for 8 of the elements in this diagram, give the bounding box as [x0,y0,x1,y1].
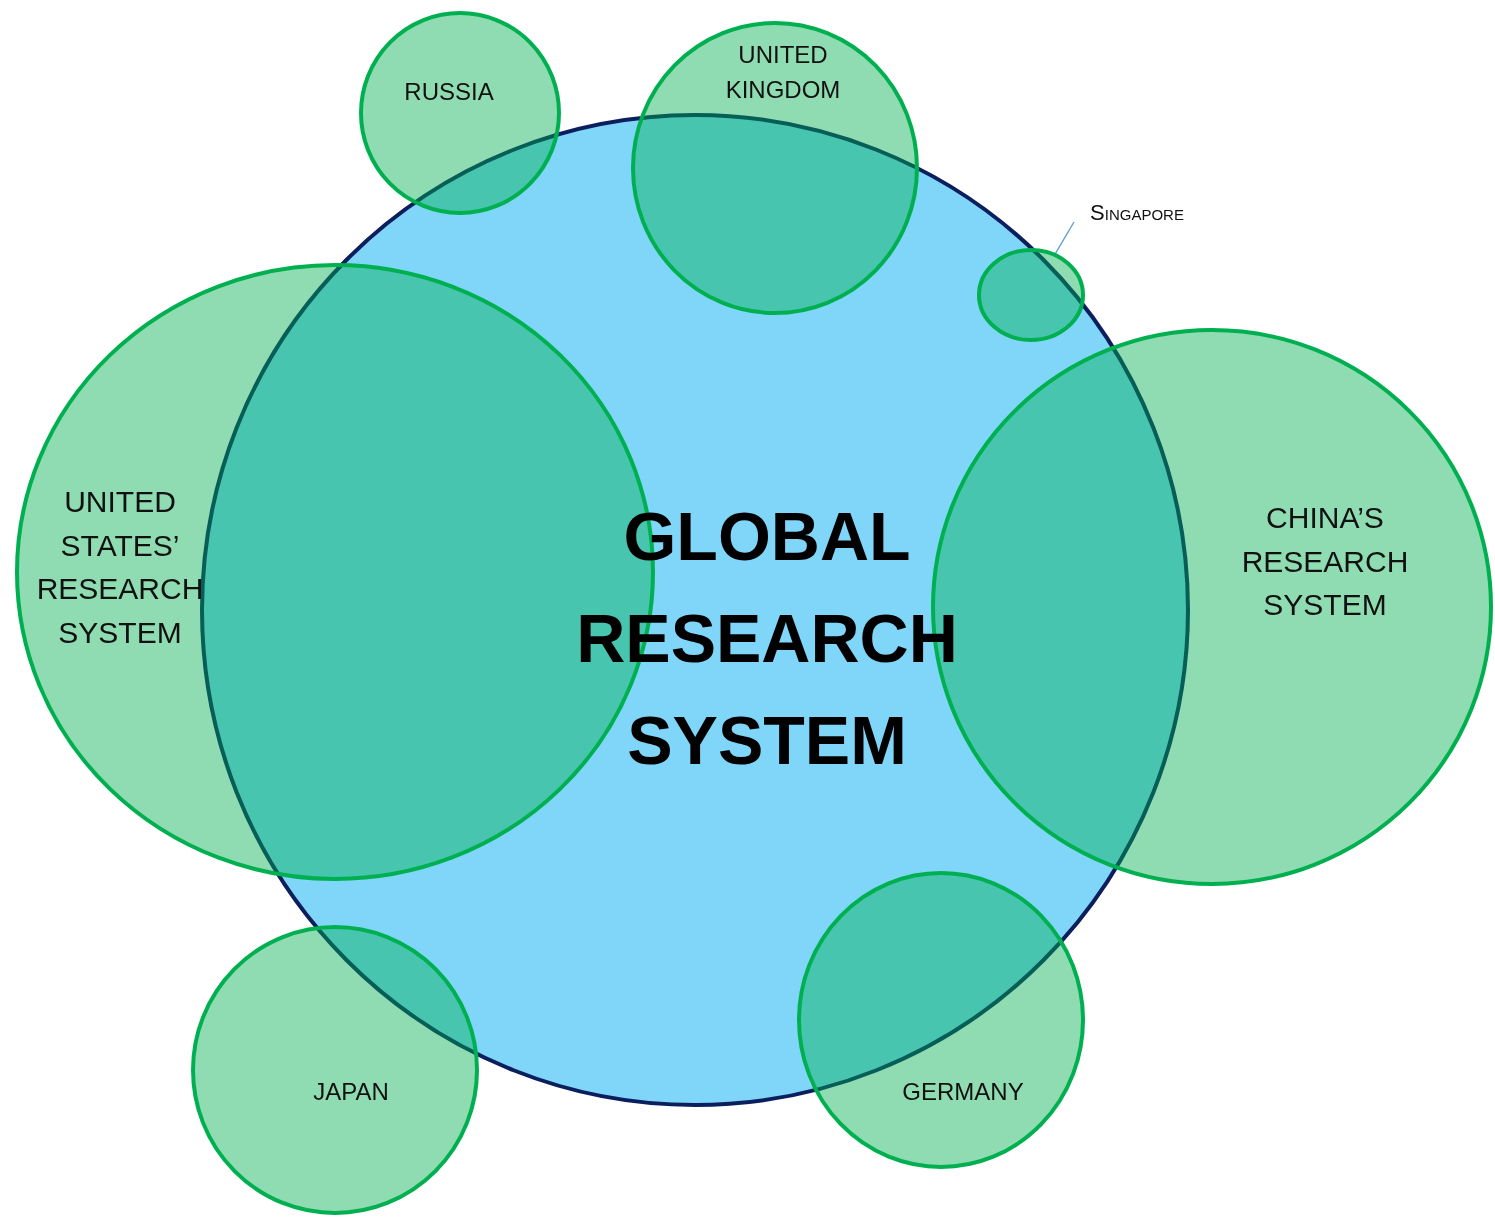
country-label: UNITED STATES’ RESEARCH SYSTEM [35,484,205,651]
country-label: JAPAN [312,1076,390,1107]
country-label: RUSSIA [403,76,495,107]
leader-line [1055,221,1075,254]
country-label: GERMANY [901,1076,1025,1107]
country-label: UNITED KINGDOM [724,40,842,105]
country-label: Singapore [1062,200,1212,226]
country-label: CHINA’S RESEARCH SYSTEM [1240,499,1410,623]
